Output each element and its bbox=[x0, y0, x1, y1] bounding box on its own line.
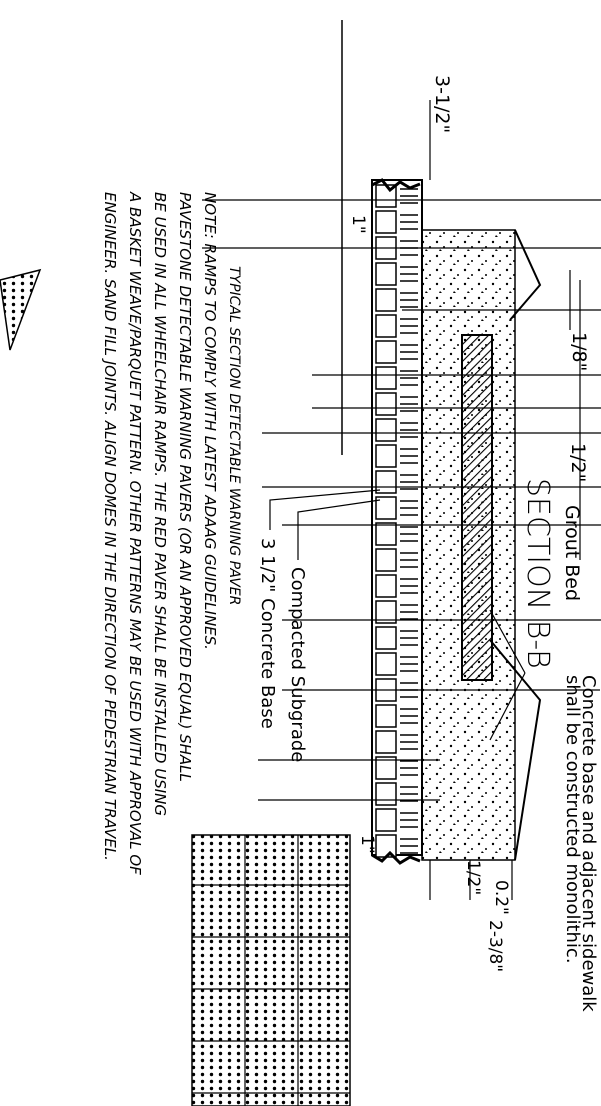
leader-lines bbox=[269, 489, 526, 741]
note-line: NOTE: RAMPS TO COMPLY WITH LATEST ADAAG … bbox=[201, 192, 219, 650]
dim-1-2b: 1/2" bbox=[463, 860, 483, 895]
dim-1-bottom: 1" bbox=[357, 835, 377, 854]
scribble-marks bbox=[371, 178, 421, 865]
dim-3-1-2: 3-1/2" bbox=[431, 75, 453, 133]
dim-2-3-8: 2-3/8" bbox=[485, 920, 505, 972]
dimension-labels: 3-1/2" 1" 1/8" 1/2" 1" 0.2" 1/2" 2-3/8" bbox=[348, 75, 590, 972]
grout-bed-hatch bbox=[461, 334, 493, 681]
dim-0-2: 0.2" bbox=[491, 880, 511, 915]
dim-1-8: 1/8" bbox=[568, 332, 590, 371]
note-line: ENGINEER. SAND FILL JOINTS. ALIGN DOMES … bbox=[101, 192, 119, 861]
dim-1-2: 1/2" bbox=[567, 443, 589, 482]
extension-lines bbox=[202, 100, 601, 900]
callout-labels: Grout Bed Compacted Subgrade 3 1/2" Conc… bbox=[257, 505, 599, 1012]
label-sidewalk-2: shall be constructed monolithic. bbox=[562, 675, 583, 964]
typical-section-title: TYPICAL SECTION DETECTABLE WARNING PAVER bbox=[226, 266, 242, 605]
note-line: PAVESTONE DETECTABLE WARNING PAVERS (OR … bbox=[176, 192, 194, 782]
label-sidewalk-1: Concrete base and adjacent sidewalk bbox=[578, 675, 599, 1012]
note-block: NOTE: RAMPS TO COMPLY WITH LATEST ADAAG … bbox=[101, 191, 219, 875]
note-line: BE USED IN ALL WHEELCHAIR RAMPS. THE RED… bbox=[151, 192, 169, 816]
dim-1-top: 1" bbox=[348, 215, 368, 234]
paver-layer bbox=[371, 179, 423, 858]
paver-inset bbox=[191, 834, 351, 1106]
label-grout-bed: Grout Bed bbox=[561, 505, 583, 601]
label-subgrade: Compacted Subgrade bbox=[287, 567, 308, 762]
label-concrete-base: 3 1/2" Concrete Base bbox=[257, 538, 278, 729]
detail-bubble bbox=[0, 268, 42, 351]
note-line: A BASKET WEAVE/PARQUET PATTERN. OTHER PA… bbox=[126, 191, 144, 875]
section-title: SECTION B-B bbox=[520, 478, 555, 669]
